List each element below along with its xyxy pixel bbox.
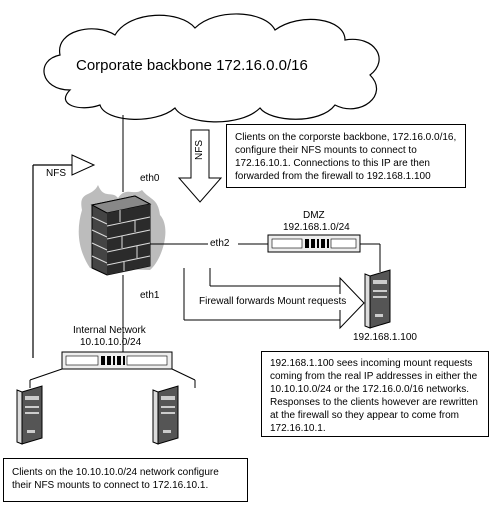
mount-forward-label: Firewall forwards Mount requests (199, 296, 347, 307)
eth1-label: eth1 (140, 290, 160, 301)
note-line: 10.10.10.0/24 or the 172.16.0.0/16 netwo… (270, 384, 470, 395)
backbone-clients-note: Clients on the corporste backbone, 172.1… (226, 124, 466, 188)
eth2-label: eth2 (210, 238, 230, 249)
note-line: their NFS mounts to connect to 172.16.10… (12, 480, 209, 491)
nfs-down-label: NFS (194, 140, 205, 160)
nfs-left-label: NFS (46, 168, 66, 179)
internal-clients-note: Clients on the 10.10.10.0/24 network con… (3, 458, 248, 502)
internal-switch-icon (61, 351, 173, 370)
note-line: 172.16.10.1. Connections to this IP are … (235, 158, 430, 169)
note-line: Clients on the corporste backbone, 172.1… (235, 132, 457, 143)
eth0-label: eth0 (140, 173, 160, 184)
nfs-left-arrow-head (71, 154, 96, 176)
dmz-switch-icon (267, 234, 361, 253)
nfs-down-arrow (177, 129, 223, 203)
note-line: 172.16.10.1. (270, 423, 326, 434)
internal-network-subnet: 10.10.10.0/24 (80, 337, 142, 348)
server-responses-note: 192.168.1.100 sees incoming mount reques… (261, 351, 489, 437)
cloud-label: Corporate backbone 172.16.0.0/16 (76, 57, 308, 74)
note-line: Responses to the clients however are rew… (270, 397, 478, 408)
internal-network-title: Internal Network (73, 325, 146, 336)
client-right-icon (152, 385, 179, 445)
note-line: coming from the real IP addresses in eit… (270, 371, 478, 382)
server-icon (364, 269, 391, 329)
server-ip-label: 192.168.1.100 (353, 332, 417, 343)
firewall-icon (90, 195, 152, 276)
note-line: 192.168.1.100 sees incoming mount reques… (270, 358, 473, 369)
note-line: at the firewall so they appear to come f… (270, 410, 459, 421)
client-left-icon (16, 385, 43, 445)
note-line: Clients on the 10.10.10.0/24 network con… (12, 467, 219, 478)
corporate-backbone-cloud (43, 13, 380, 123)
dmz-title: DMZ (303, 210, 325, 221)
dmz-subnet: 192.168.1.0/24 (283, 222, 350, 233)
note-line: forwarded from the firewall to 192.168.1… (235, 171, 431, 182)
note-line: configure their NFS mounts to connect to (235, 145, 417, 156)
